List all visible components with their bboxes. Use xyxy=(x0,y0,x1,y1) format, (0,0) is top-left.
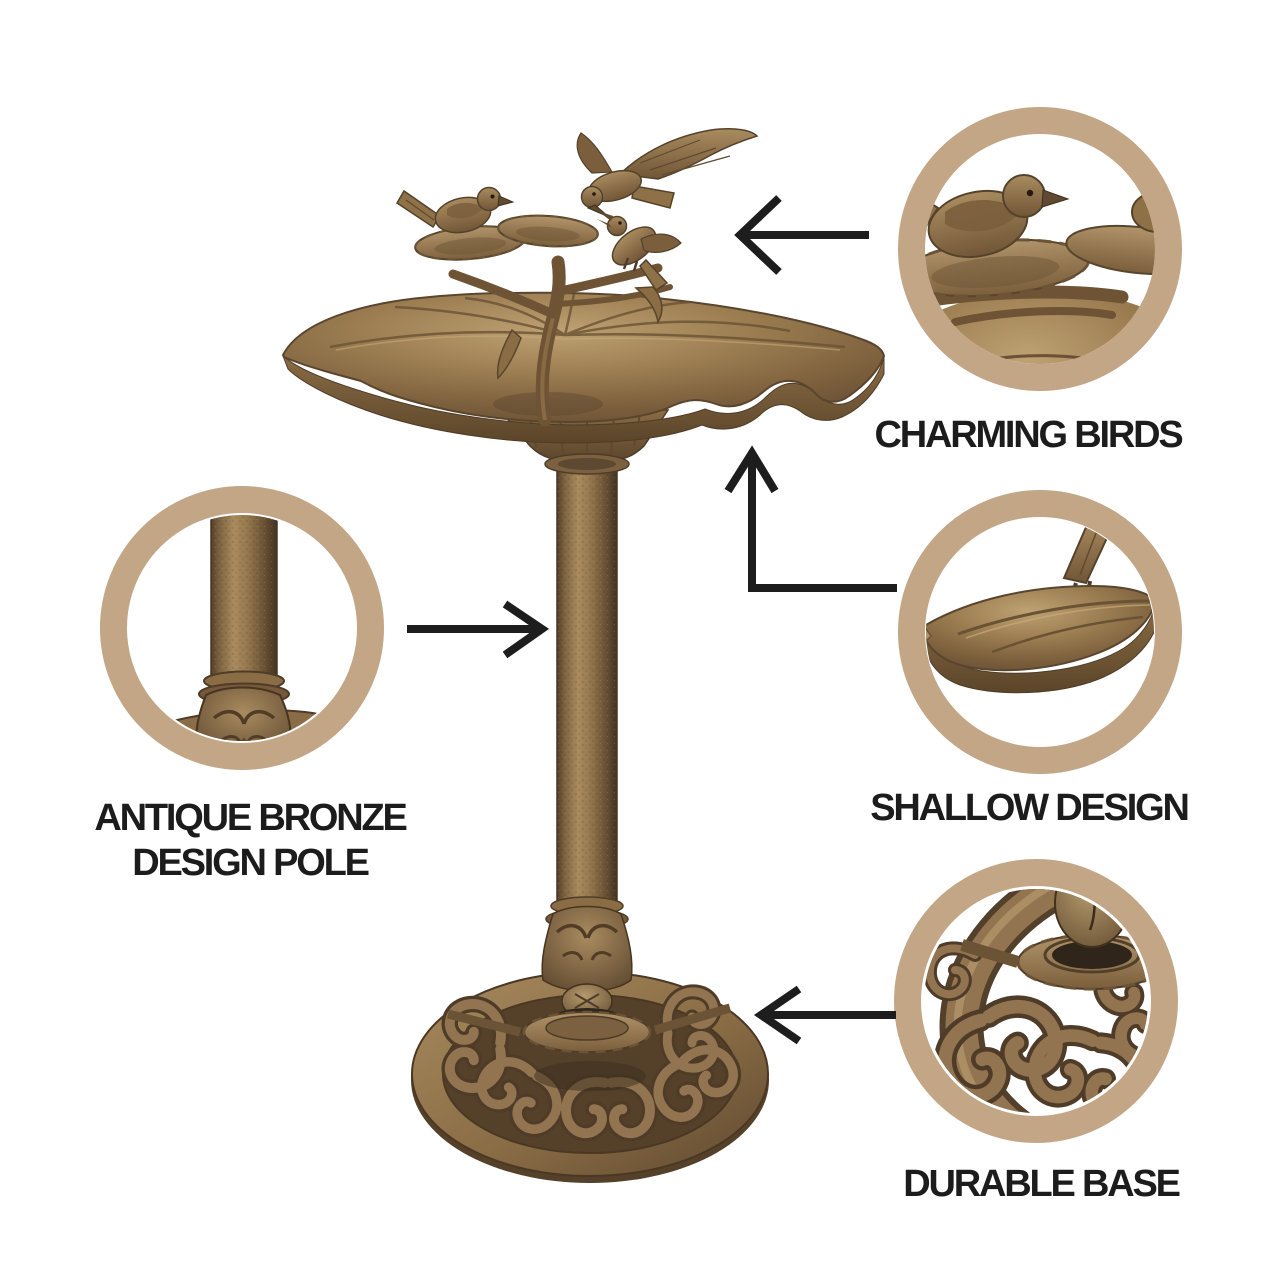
callout-label-line-2: DESIGN POLE xyxy=(132,842,370,884)
callout-circle-antique-bronze-design-pole xyxy=(100,486,384,770)
product-pole xyxy=(556,459,618,911)
callout-circle-charming-birds xyxy=(898,107,1182,391)
callout-label-antique-bronze-design-pole: ANTIQUE BRONZE DESIGN POLE xyxy=(94,796,407,886)
arrow-to-shallow-design xyxy=(724,445,897,592)
callout-circle-shallow-design xyxy=(898,490,1182,774)
callout-label-shallow-design: SHALLOW DESIGN xyxy=(870,787,1190,829)
product-pole-collar xyxy=(522,896,652,1054)
product-lotus-bowl xyxy=(281,291,886,444)
callout-label-charming-birds: CHARMING BIRDS xyxy=(874,414,1184,456)
callout-label-line-1: ANTIQUE BRONZE xyxy=(94,797,407,839)
arrow-to-design-pole xyxy=(407,600,550,659)
arrow-to-durable-base xyxy=(753,985,896,1045)
product-birds-on-branch xyxy=(395,128,759,427)
product-base xyxy=(411,971,770,1183)
callout-circle-durable-base xyxy=(894,859,1178,1143)
product-photo-bird-bath xyxy=(281,128,886,1183)
callout-label-durable-base: DURABLE BASE xyxy=(903,1163,1181,1205)
arrow-to-charming-birds xyxy=(734,195,869,275)
